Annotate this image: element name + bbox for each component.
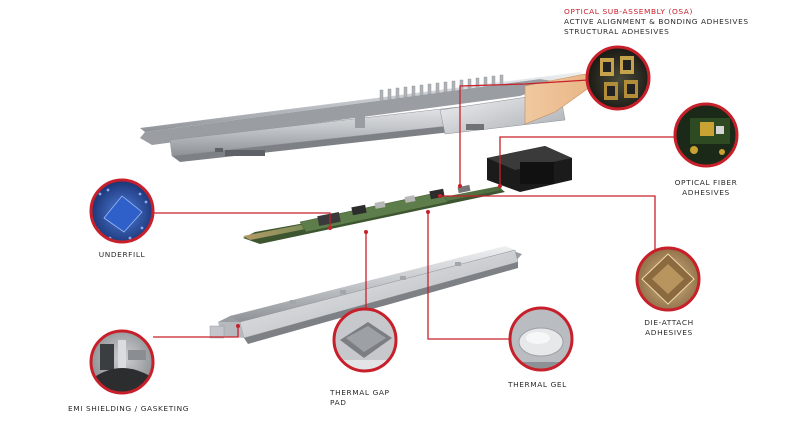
bottom-housing xyxy=(209,246,522,344)
gap-line-2: PAD xyxy=(330,398,347,407)
die-attach-callout-label: DIE-ATTACH ADHESIVES xyxy=(632,318,706,338)
die-line-1: DIE-ATTACH xyxy=(644,318,694,327)
emi-callout-line xyxy=(153,326,239,338)
flex-cable xyxy=(524,73,601,125)
thermal-gap-pad-callout-label: THERMAL GAP PAD xyxy=(330,388,390,408)
underfill-zoom-circle xyxy=(89,178,155,244)
die-line-2: ADHESIVES xyxy=(645,328,693,337)
optical-sub-assembly-block xyxy=(487,146,572,192)
top-housing xyxy=(140,72,585,162)
osa-callout-label: OPTICAL SUB-ASSEMBLY (OSA) ACTIVE ALIGNM… xyxy=(564,7,749,37)
fiber-line-1: OPTICAL FIBER xyxy=(674,178,738,187)
emi-zoom-circle xyxy=(89,329,155,395)
thermal-gel-label: THERMAL GEL xyxy=(508,380,567,389)
osa-line-1: ACTIVE ALIGNMENT & BONDING ADHESIVES xyxy=(564,17,749,26)
osa-zoom-circle xyxy=(585,45,651,111)
optical-fiber-callout-label: OPTICAL FIBER ADHESIVES xyxy=(670,178,742,198)
underfill-callout-line xyxy=(153,212,331,228)
osa-title: OPTICAL SUB-ASSEMBLY (OSA) xyxy=(564,7,693,16)
thermal-gel-zoom-circle xyxy=(508,306,574,372)
thermal-gap-pad-zoom-circle xyxy=(332,307,398,373)
die-attach-zoom-circle xyxy=(635,246,701,312)
fiber-callout-line xyxy=(499,136,678,186)
thermal-gel-callout-line xyxy=(427,212,510,340)
fiber-line-2: ADHESIVES xyxy=(682,188,730,197)
optical-fiber-zoom-circle xyxy=(673,102,739,168)
osa-callout-line xyxy=(459,79,589,186)
pcb-board xyxy=(243,184,505,244)
emi-shielding-label: EMI SHIELDING / GASKETING xyxy=(68,404,190,413)
underfill-label: UNDERFILL xyxy=(98,250,146,259)
osa-line-2: STRUCTURAL ADHESIVES xyxy=(564,27,670,36)
gap-line-1: THERMAL GAP xyxy=(330,388,390,397)
